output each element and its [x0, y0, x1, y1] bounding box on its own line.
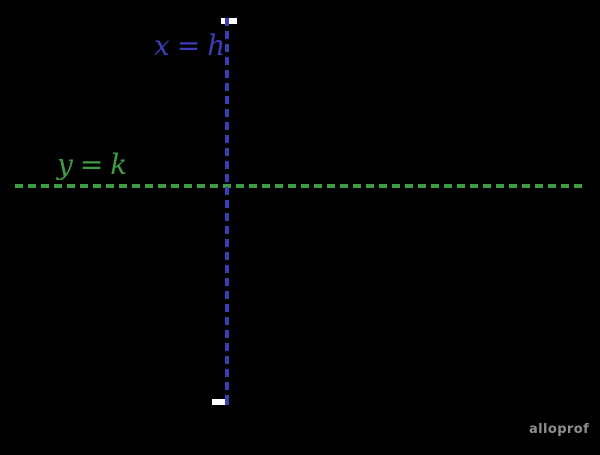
vertical-line-bottom-arrow-dash	[225, 399, 229, 405]
vertical-line-label: x=h	[154, 32, 225, 60]
horizontal-line-label-variable: y	[57, 148, 73, 181]
horizontal-dashed-line	[15, 184, 586, 188]
horizontal-line-label: y=k	[57, 151, 127, 179]
vertical-dashed-line	[225, 18, 229, 404]
vertical-line-label-variable: x	[154, 29, 170, 62]
vertical-line-bottom-arrow-tip	[212, 399, 229, 405]
alloprof-watermark: alloprof	[529, 422, 590, 437]
horizontal-line-label-constant: k	[110, 148, 128, 181]
vertical-line-label-constant: h	[207, 29, 226, 62]
equals-sign: =	[79, 148, 104, 181]
equals-sign: =	[176, 29, 201, 62]
vertical-line-top-arrow-dash	[225, 18, 229, 24]
vertical-line-top-arrow-tip	[221, 18, 237, 24]
